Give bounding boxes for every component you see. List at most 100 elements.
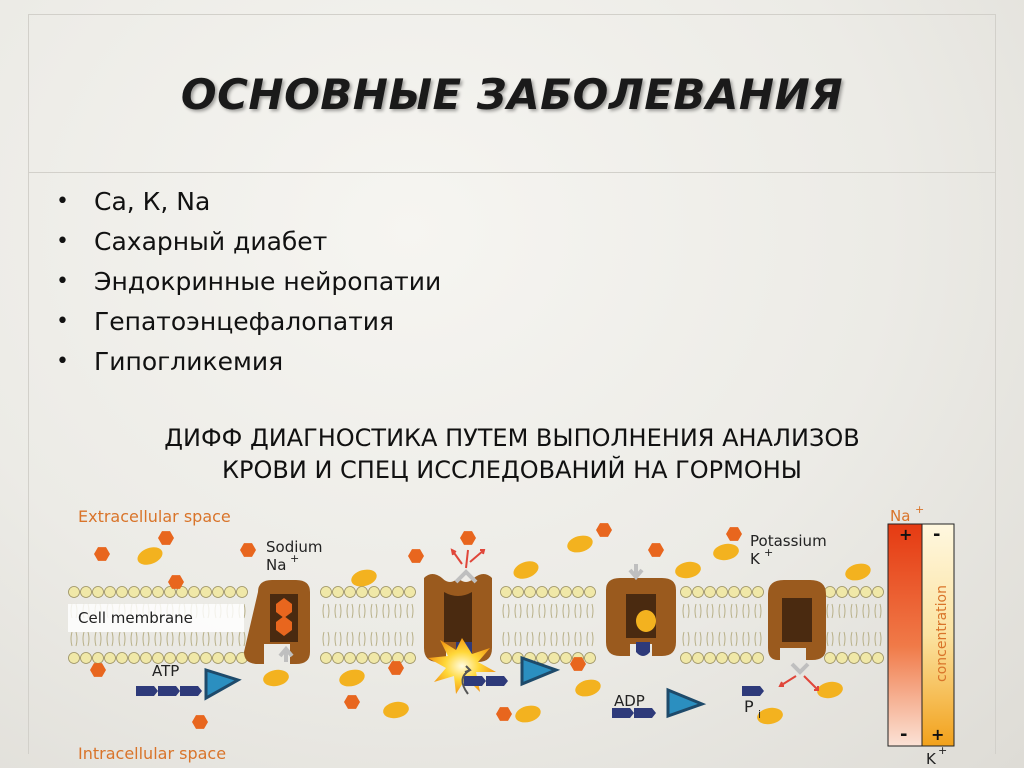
lipid-tail [718,631,721,647]
lipid-tail [574,603,577,619]
bullet-text: Эндокринные нейропатии [94,267,442,296]
potassium-ion [339,669,365,687]
lipid-tail [358,603,361,619]
potassium-ion [137,547,163,565]
lipid-tail [339,631,342,647]
bullet-text: Гипогликемия [94,347,284,376]
lipid-tail [502,631,505,647]
lipid-head [728,652,740,664]
lipid-head [140,586,152,598]
lipid-tail [826,603,829,619]
lipid-tail [591,631,594,647]
lipid-tail [219,631,222,647]
sodium-ion [596,523,612,537]
lipid-tail [862,603,865,619]
bullet-dot-icon: • [56,229,69,254]
lipid-head [548,586,560,598]
phosphate-icon [742,686,764,696]
lipid-head [836,586,848,598]
lipid-tail [711,603,714,619]
lipid-tail [562,631,565,647]
lipid-tail [375,631,378,647]
pump-3 [606,578,676,656]
lipid-head [848,586,860,598]
lipid-head [560,586,572,598]
lipid-head [704,652,716,664]
lipid-tail [879,631,882,647]
lipid-tail [754,631,757,647]
lipid-tail [238,631,241,647]
frame-line-divider [28,172,996,173]
lipid-tail [346,603,349,619]
lipid-tail [531,603,534,619]
arrow-into-pump-3 [628,564,644,581]
bullet-item: •Эндокринные нейропатии [56,262,441,302]
sodium-ion [344,695,360,709]
lipid-head [824,652,836,664]
sodium-ion [496,707,512,721]
lipid-head [704,586,716,598]
potassium-ion [575,679,601,697]
lipid-tail [202,631,205,647]
lipid-tail [502,603,505,619]
lipid-tail [723,603,726,619]
lipid-tail [687,603,690,619]
lipid-tail [94,631,97,647]
lipid-tail [730,603,733,619]
lipid-tail [711,631,714,647]
lipid-head [836,652,848,664]
lipid-tail [759,603,762,619]
lipid-head [848,652,860,664]
lipid-head [152,652,164,664]
arrow-out-pump-4 [790,662,810,675]
lipid-tail [183,631,186,647]
subtitle-line-2: КРОВИ И СПЕЦ ИССЛЕДОВАНИЙ НА ГОРМОНЫ [222,456,802,484]
bullet-dot-icon: • [56,189,69,214]
lipid-tail [706,631,709,647]
lipid-head [368,652,380,664]
na-gradient-charge: + [915,503,924,516]
sodium-ion [388,661,404,675]
lipid-head [860,652,872,664]
lipid-head [584,652,596,664]
potassium-label: Potassium [750,532,827,550]
na-bottom-minus: - [900,724,907,745]
lipid-tail [351,603,354,619]
lipid-head [752,586,764,598]
lipid-head [320,586,332,598]
lipid-tail [123,631,126,647]
lipid-tail [178,631,181,647]
lipid-tail [826,631,829,647]
frame-line-top [28,14,996,15]
lipid-head [356,652,368,664]
lipid-head [152,586,164,598]
pump-2 [424,574,496,694]
atp-label: ATP [152,662,179,680]
lipid-tail [363,603,366,619]
lipid-tail [538,603,541,619]
lipid-tail [579,631,582,647]
lipid-head [872,652,884,664]
lipid-tail [370,603,373,619]
lipid-tail [586,631,589,647]
lipid-head [344,586,356,598]
lipid-head [140,652,152,664]
lipid-tail [327,631,330,647]
potassium-symbol: K [750,550,761,568]
lipid-tail [555,631,558,647]
lipid-tail [742,603,745,619]
lipid-tail [387,631,390,647]
lipid-head [92,652,104,664]
lipid-tail [574,631,577,647]
lipid-head [716,652,728,664]
lipid-head [512,586,524,598]
lipid-tail [831,631,834,647]
atp-icon [136,667,242,701]
lipid-tail [519,603,522,619]
lipid-tail [706,603,709,619]
lipid-tail [82,631,85,647]
bullet-item: •Сахарный диабет [56,222,441,262]
lipid-head [80,586,92,598]
sodium-ion [460,531,476,545]
lipid-tail [747,603,750,619]
